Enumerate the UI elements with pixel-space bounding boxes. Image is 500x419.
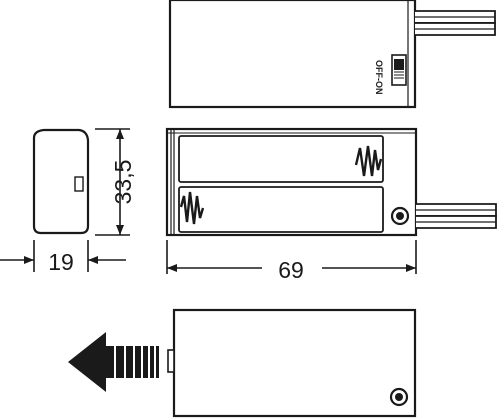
height-dimension — [95, 128, 130, 236]
side-view-notch — [74, 176, 84, 192]
cell-slot-bottom — [178, 186, 384, 233]
coil-spring-icon — [354, 145, 383, 177]
top-view-case — [168, 0, 417, 109]
slide-direction-arrow-icon — [68, 332, 159, 392]
top-view: OFF-ON — [168, 0, 496, 109]
side-view: 33,5 19 — [0, 128, 136, 275]
switch-label: OFF-ON — [374, 60, 384, 95]
side-view-body — [32, 128, 90, 235]
depth-dimension — [0, 240, 126, 272]
cell-slot-top — [178, 135, 384, 183]
coil-spring-icon — [179, 191, 205, 225]
bottom-view — [68, 308, 417, 418]
front-view-wire-leads — [416, 203, 497, 229]
on-off-switch — [391, 54, 407, 86]
screw-icon — [389, 387, 409, 407]
top-view-wire-leads — [415, 10, 496, 36]
front-view: 69 — [165, 127, 497, 283]
screw-icon — [390, 206, 410, 226]
width-dimension-label: 69 — [278, 257, 304, 283]
bottom-view-case — [172, 308, 417, 418]
width-dimension — [166, 240, 417, 274]
bottom-view-tab — [167, 349, 175, 373]
height-dimension-label: 33,5 — [110, 160, 136, 205]
depth-dimension-label: 19 — [48, 249, 74, 275]
